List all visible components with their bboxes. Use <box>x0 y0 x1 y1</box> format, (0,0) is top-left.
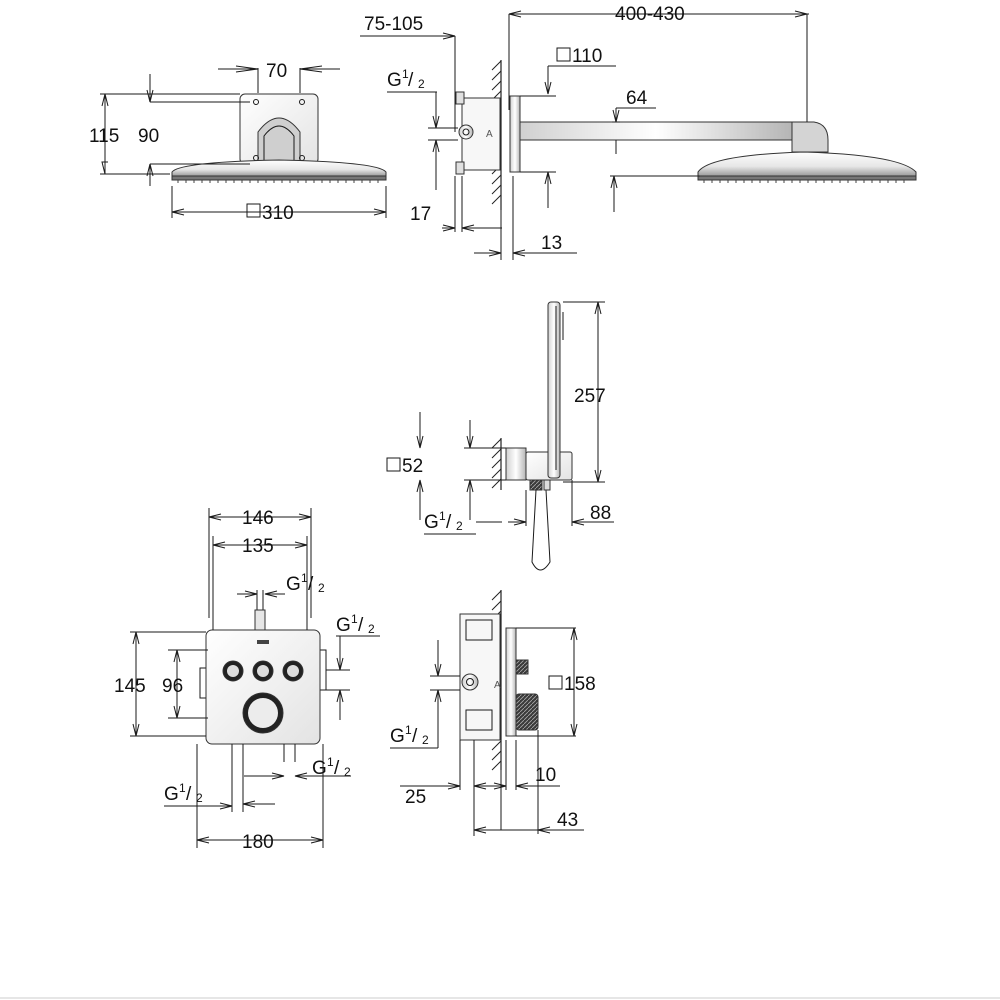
button-knurl <box>515 659 529 675</box>
indicator-notch <box>257 640 269 644</box>
svg-text:1: 1 <box>301 571 308 585</box>
dim-400-430: 400-430 <box>615 4 685 25</box>
hand-shower-assembly: 257 52 G 1 / 2 88 <box>386 301 614 571</box>
dim-25: 25 <box>405 787 426 808</box>
pipe-g-label-6: G <box>164 784 179 805</box>
pipe-g-label-3: G <box>286 574 301 595</box>
svg-text:2: 2 <box>196 791 203 805</box>
dim-145: 145 <box>114 676 146 697</box>
svg-text:/: / <box>186 784 192 805</box>
svg-text:/: / <box>446 512 452 533</box>
wall-outlet-elbow <box>505 447 527 481</box>
dim-70: 70 <box>266 61 287 82</box>
svg-text:/: / <box>334 758 340 779</box>
svg-text:/: / <box>412 726 418 747</box>
svg-text:/: / <box>358 615 364 636</box>
svg-text:2: 2 <box>344 765 351 779</box>
pipe-g-label-2: G <box>424 512 439 533</box>
svg-text:2: 2 <box>418 77 425 91</box>
dim-110: 110 <box>572 46 602 67</box>
svg-text:2: 2 <box>318 581 325 595</box>
marker-a: A <box>486 129 493 140</box>
inlet-fitting <box>458 124 474 140</box>
nozzle-row <box>177 180 379 183</box>
shower-head-body <box>171 159 387 177</box>
shower-hose <box>531 489 551 571</box>
dim-10: 10 <box>535 765 556 786</box>
thermostat-side-view: A 158 G 1 / 2 25 10 43 <box>390 590 596 836</box>
top-inlet-pipe <box>254 609 266 631</box>
dim-13: 13 <box>541 233 562 254</box>
dim-90: 90 <box>138 126 159 147</box>
dim-257: 257 <box>574 386 606 407</box>
svg-text:2: 2 <box>456 519 463 533</box>
svg-text:1: 1 <box>405 723 412 737</box>
svg-text:1: 1 <box>351 612 358 626</box>
svg-text:1: 1 <box>179 781 186 795</box>
shower-head-front-view: 70 115 90 310 <box>89 61 387 224</box>
shower-head-side <box>697 151 917 177</box>
dim-43: 43 <box>557 810 578 831</box>
svg-text:1: 1 <box>402 67 409 81</box>
dim-310: 310 <box>262 203 294 224</box>
dim-75-105: 75-105 <box>364 14 423 35</box>
dim-135: 135 <box>242 536 274 557</box>
svg-text:2: 2 <box>422 733 429 747</box>
inlet-connector <box>461 673 479 691</box>
svg-text:1: 1 <box>327 755 334 769</box>
svg-text:/: / <box>308 574 314 595</box>
dim-115: 115 <box>89 126 119 147</box>
square-symbol <box>246 203 261 218</box>
dim-180: 180 <box>242 832 274 853</box>
dim-96: 96 <box>162 676 183 697</box>
arm-elbow <box>791 121 829 153</box>
dim-88: 88 <box>590 503 611 524</box>
hand-shower-handle <box>547 301 561 479</box>
dim-17: 17 <box>410 204 431 225</box>
knob-knurl <box>515 693 539 731</box>
thermostat-front-view: 146 135 G 1 / 2 G 1 / 2 145 96 G 1 / 2 G… <box>114 508 380 853</box>
shower-arm <box>519 121 793 141</box>
svg-text:2: 2 <box>368 622 375 636</box>
cover-plate-side <box>505 627 517 737</box>
pipe-g-label-7: G <box>390 726 405 747</box>
pipe-g-label-4: G <box>336 615 351 636</box>
dim-158: 158 <box>564 674 596 695</box>
svg-text:1: 1 <box>439 509 446 523</box>
dim-146: 146 <box>242 508 274 529</box>
dim-52: 52 <box>402 456 423 477</box>
dim-64: 64 <box>626 88 648 109</box>
marker-a-2: A <box>494 680 501 691</box>
wall-flange <box>509 95 521 173</box>
svg-text:/: / <box>408 70 414 91</box>
pipe-g-label-1: G <box>387 70 402 91</box>
shower-head-side-view: A 75-105 400-430 110 64 G 1 / 2 <box>360 4 917 260</box>
arm-neck <box>257 117 301 165</box>
